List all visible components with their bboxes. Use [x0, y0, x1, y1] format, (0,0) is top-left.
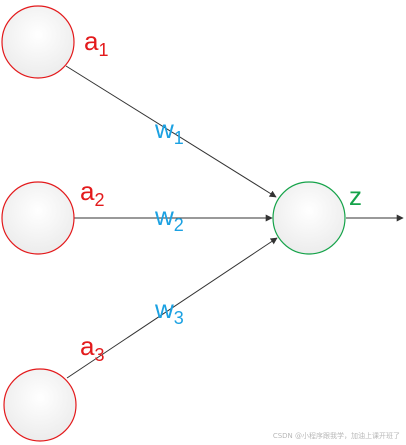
edge-a1-to-z — [65, 65, 277, 198]
edge-a3-to-z — [66, 237, 278, 379]
input-label-a3: a3 — [80, 331, 104, 365]
input-label-a2: a2 — [80, 176, 104, 210]
output-node-z — [272, 181, 346, 255]
weight-label-w3: w3 — [154, 294, 184, 328]
input-node-a2 — [1, 181, 75, 255]
weight-label-w1: w1 — [154, 114, 184, 148]
watermark: CSDN @小程序跟我学，加油上课开班了 — [272, 432, 400, 440]
input-node-a3 — [3, 368, 77, 442]
weight-label-w2: w2 — [154, 201, 184, 235]
input-label-a1: a1 — [84, 26, 108, 60]
output-label-z: z — [349, 181, 362, 211]
input-node-a1 — [1, 5, 75, 79]
